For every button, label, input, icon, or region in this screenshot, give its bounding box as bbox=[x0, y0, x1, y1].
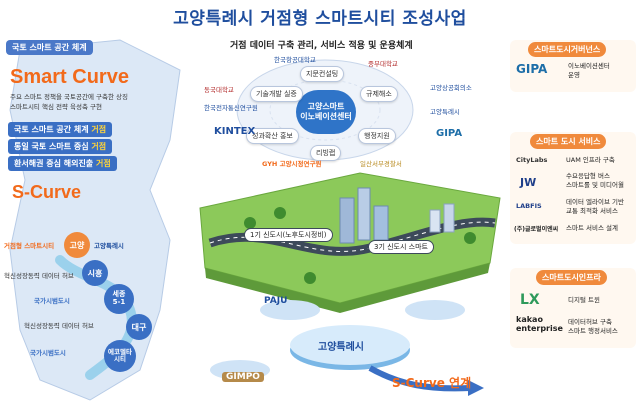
s-curve-heading: S-Curve bbox=[12, 182, 82, 202]
service-logo-4: (주)글로벌이엔씨 bbox=[514, 226, 559, 233]
service-box bbox=[510, 132, 636, 244]
service-logo-3: LABFIS bbox=[516, 202, 542, 210]
org-4: 고양특례시 bbox=[430, 108, 460, 116]
pill-3: 환서해권 중심 해외진출 거점 bbox=[8, 156, 117, 171]
infra-logo-2: kakao enterprise bbox=[516, 315, 563, 333]
infra-tag: 스마트도시인프라 bbox=[536, 270, 607, 285]
pill-1: 국토 스마트 공간 체계 거점 bbox=[8, 122, 113, 137]
smart-curve-heading: Smart Curve bbox=[10, 66, 129, 88]
smart-city-illustration bbox=[199, 172, 501, 313]
hub-line-1: 고양스마트 bbox=[307, 101, 345, 111]
map-label-3: 국가시범도시 bbox=[34, 297, 70, 305]
service-desc-2: 수요응답형 버스 스마트롤 및 미디어월 bbox=[566, 172, 624, 189]
desc-line-1: 주요 스마트 정책을 국토공간에 구축한 상징 bbox=[10, 93, 128, 101]
city-label-1: 1기 신도시(노후도시정비) bbox=[244, 228, 333, 242]
service-logo-2: JW bbox=[520, 176, 537, 189]
ring-item-1: 지문컨설팅 bbox=[300, 66, 345, 82]
goyang-base-label: 고양특례시 bbox=[318, 342, 364, 353]
map-label-1: 거점형 스마트시티 bbox=[4, 242, 55, 250]
node-goyang: 고양 bbox=[64, 232, 90, 258]
ring-item-5: 성과확산 홍보 bbox=[246, 128, 299, 144]
infra-logo-1: LX bbox=[520, 292, 540, 308]
service-tag: 스마트 도시 서비스 bbox=[530, 134, 607, 149]
service-desc-1: UAM 인프라 구축 bbox=[566, 156, 615, 164]
infra-desc-1: 디지털 트윈 bbox=[568, 296, 600, 304]
org-8: 한국전자통신연구원 bbox=[204, 104, 258, 112]
node-logo: 고양특례시 bbox=[94, 242, 124, 250]
city-label-2: 3기 신도시 스마트 bbox=[368, 240, 434, 254]
gimpo-label: GIMPO bbox=[222, 372, 264, 382]
node-sejong: 세종 5-1 bbox=[104, 284, 134, 314]
org-5: GIPA bbox=[436, 128, 463, 139]
org-2: 중부대학교 bbox=[368, 60, 398, 68]
innovation-center-hub: 고양스마트 이노베이션센터 bbox=[296, 90, 356, 134]
service-desc-3: 데이터 엘라이브 기반 교통 최적화 서비스 bbox=[566, 198, 624, 215]
governance-desc: 이노베이션센터 운영 bbox=[568, 62, 610, 79]
org-6: KINTEX bbox=[214, 126, 256, 137]
org-7: 동국대학교 bbox=[204, 86, 234, 94]
page-title: 고양특례시 거점형 스마트시티 조성사업 bbox=[173, 9, 467, 29]
bottom-platforms bbox=[210, 300, 484, 396]
desc-line-2: 스마트시티 핵심 전략 육성축 구현 bbox=[10, 103, 102, 111]
gipa-logo: GIPA bbox=[516, 62, 548, 76]
node-daegu: 대구 bbox=[126, 314, 152, 340]
org-10: 일산서부경찰서 bbox=[360, 160, 402, 168]
service-logo-1: CityLabs bbox=[516, 156, 548, 164]
org-1: 한국항공대학교 bbox=[274, 56, 316, 64]
org-3: 고양상공회의소 bbox=[430, 84, 472, 92]
ring-item-4: 리빙랩 bbox=[310, 145, 342, 161]
ring-item-6: 기술개발 실증 bbox=[250, 86, 303, 102]
node-eco-delta: 에코델타 시티 bbox=[104, 340, 136, 372]
map-label-5: 국가시범도시 bbox=[30, 349, 66, 357]
org-9: GYH 고양시정연구원 bbox=[262, 160, 322, 168]
governance-tag: 스마트도시거버넌스 bbox=[528, 42, 607, 57]
pill-2: 통일 국토 스마트 중심 거점 bbox=[8, 139, 113, 154]
service-desc-4: 스마트 서비스 설계 bbox=[566, 224, 618, 232]
ring-item-2: 규제해소 bbox=[360, 86, 398, 102]
section-tag: 국토 스마트 공간 체계 bbox=[6, 40, 93, 55]
map-label-4: 혁신성장동력 데이터 허브 bbox=[24, 322, 94, 330]
map-label-2: 혁신성장동력 데이터 허브 bbox=[4, 272, 74, 280]
paju-label: PAJU bbox=[264, 296, 288, 306]
infra-desc-2: 데이터허브 구축 스마트 행정서비스 bbox=[568, 318, 618, 335]
s-curve-link: S-Curve 연계 bbox=[392, 376, 472, 390]
node-siheung: 시흥 bbox=[82, 260, 108, 286]
ring-item-3: 행정지원 bbox=[358, 128, 396, 144]
center-header: 거점 데이터 구축 관리, 서비스 적용 및 운용체계 bbox=[230, 41, 413, 51]
hub-line-2: 이노베이션센터 bbox=[300, 112, 352, 121]
